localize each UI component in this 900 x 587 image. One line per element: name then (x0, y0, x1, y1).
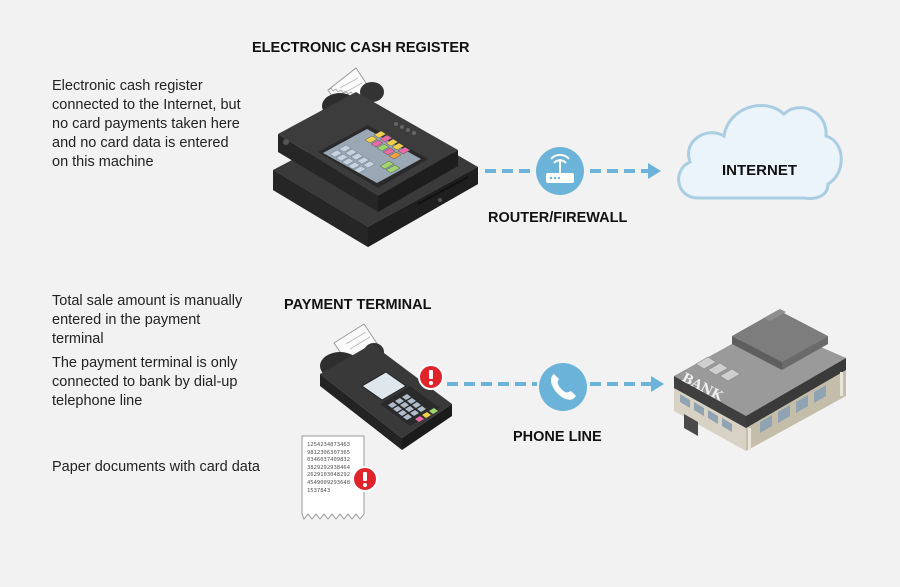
receipt-line: 1537843 (307, 487, 331, 494)
dialup-description: The payment terminal is only connected t… (52, 354, 237, 411)
phone-icon (539, 363, 587, 411)
cash-register-description: Electronic cash register connected to th… (52, 77, 241, 172)
cash-register-title: ELECTRONIC CASH REGISTER (252, 40, 470, 56)
receipt-line: 1254234873463 (307, 442, 351, 448)
description-line: connected to the Internet, but (52, 97, 241, 113)
description-line: entered in the payment (52, 312, 201, 328)
internet-label: INTERNET (722, 162, 797, 179)
top-connector (485, 163, 661, 179)
description-line: connected to bank by dial-up (52, 374, 238, 390)
payment-terminal-title: PAYMENT TERMINAL (284, 297, 432, 313)
cloud-icon (677, 104, 843, 200)
description-line: and no card data is entered (52, 135, 229, 151)
receipt-line: 2629103048292 (307, 472, 351, 479)
alert-icon (418, 364, 444, 390)
phone-line-label: PHONE LINE (513, 429, 602, 445)
bank-building-icon (674, 309, 846, 451)
description-line: The payment terminal is only (52, 355, 238, 371)
receipt-line: 0346037409832 (307, 457, 351, 464)
bottom-connector (447, 376, 664, 392)
receipt-line: 4549009293648 (307, 479, 351, 486)
receipt-line: 9812306307365 (307, 449, 351, 456)
cash-register-icon (273, 67, 478, 247)
description-line: Electronic cash register (52, 78, 203, 94)
router-label: ROUTER/FIREWALL (488, 210, 628, 226)
paper-documents-label: Paper documents with card data (52, 459, 260, 475)
description-line: Total sale amount is manually (52, 293, 243, 309)
description-line: terminal (52, 331, 104, 347)
receipt-line: 3829292938464 (307, 464, 351, 471)
paper-receipt-icon (301, 435, 365, 520)
terminal-description: Total sale amount is manually entered in… (52, 292, 242, 349)
alert-icon (352, 466, 378, 492)
arrow-head-icon (651, 376, 664, 392)
arrow-head-icon (648, 163, 661, 179)
description-line: no card payments taken here (52, 116, 240, 132)
description-line: on this machine (52, 154, 154, 170)
receipt-text: 1254234873463 9812306307365 034603740983… (307, 442, 350, 495)
description-line: telephone line (52, 393, 143, 409)
router-icon (536, 147, 584, 195)
payment-terminal-icon (320, 323, 452, 450)
